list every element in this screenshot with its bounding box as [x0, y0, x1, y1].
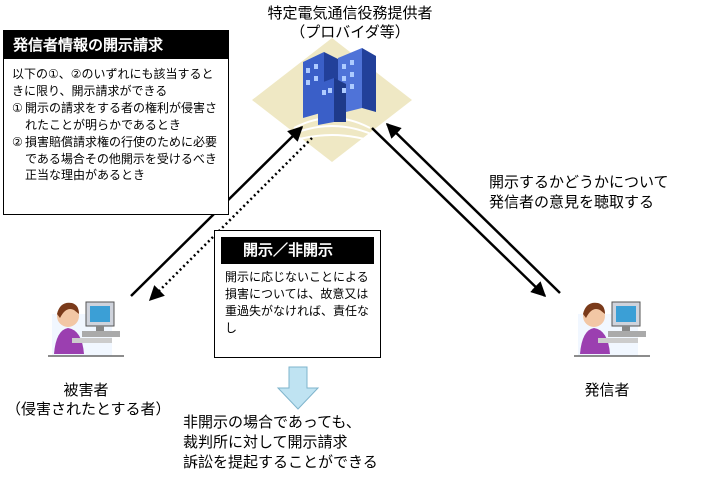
condition-item: ② 損害賠償請求権の行使のために必要である場合その他開示を受けるべき正当な理由が…	[12, 134, 222, 184]
decision-body: 開示に応じないことによる損害については、故意又は重過失がなければ、責任なし	[225, 270, 370, 335]
lawsuit-line-1: 非開示の場合であっても、	[183, 413, 361, 431]
condition-text: 損害賠償請求権の行使のために必要である場合その他開示を受けるべき正当な理由がある…	[25, 135, 218, 182]
sender-label: 発信者	[584, 381, 630, 399]
person-at-computer-icon	[48, 301, 124, 357]
provider-label: 特定電気通信役務提供者 （プロバイダ等）	[230, 4, 470, 42]
decision-box: 開示／非開示 開示に応じないことによる損害については、故意又は重過失がなければ、…	[214, 230, 381, 358]
lawsuit-note: 非開示の場合であっても、 裁判所に対して開示請求 訴訟を提起することができる	[183, 412, 423, 472]
lawsuit-line-3: 訴訟を提起することができる	[183, 453, 378, 471]
person-at-computer-icon	[574, 301, 650, 357]
provider-title: 特定電気通信役務提供者	[267, 4, 433, 22]
response-arrow	[148, 137, 313, 302]
hearing-label: 開示するかどうかについて 発信者の意見を聴取する	[489, 172, 699, 212]
condition-number: ②	[12, 135, 23, 149]
hearing-line-2: 発信者の意見を聴取する	[489, 193, 655, 211]
condition-number: ①	[12, 101, 23, 115]
down-arrow-icon	[276, 366, 320, 410]
provider-subtitle: （プロバイダ等）	[290, 23, 410, 41]
condition-item: ① 開示の請求をする者の権利が侵害されたことが明らかであるとき	[12, 100, 222, 133]
hearing-request-arrow	[371, 127, 547, 298]
disclosure-request-box: 発信者情報の開示請求 以下の①、②のいずれにも該当するときに限り、開示請求ができ…	[3, 30, 229, 215]
victim-label: 被害者 （侵害されたとする者）	[6, 381, 171, 419]
hearing-line-1: 開示するかどうかについて	[489, 173, 669, 191]
victim-subtitle: （侵害されたとする者）	[6, 400, 171, 418]
decision-header: 開示／非開示	[221, 237, 374, 264]
disclosure-request-intro: 以下の①、②のいずれにも該当するときに限り、開示請求ができる	[12, 67, 214, 98]
hearing-reply-arrow	[385, 122, 561, 294]
lawsuit-line-2: 裁判所に対して開示請求	[183, 433, 348, 451]
disclosure-request-header: 発信者情報の開示請求	[4, 31, 228, 59]
victim-title: 被害者	[63, 381, 109, 399]
condition-text: 開示の請求をする者の権利が侵害されたことが明らかであるとき	[25, 101, 218, 132]
